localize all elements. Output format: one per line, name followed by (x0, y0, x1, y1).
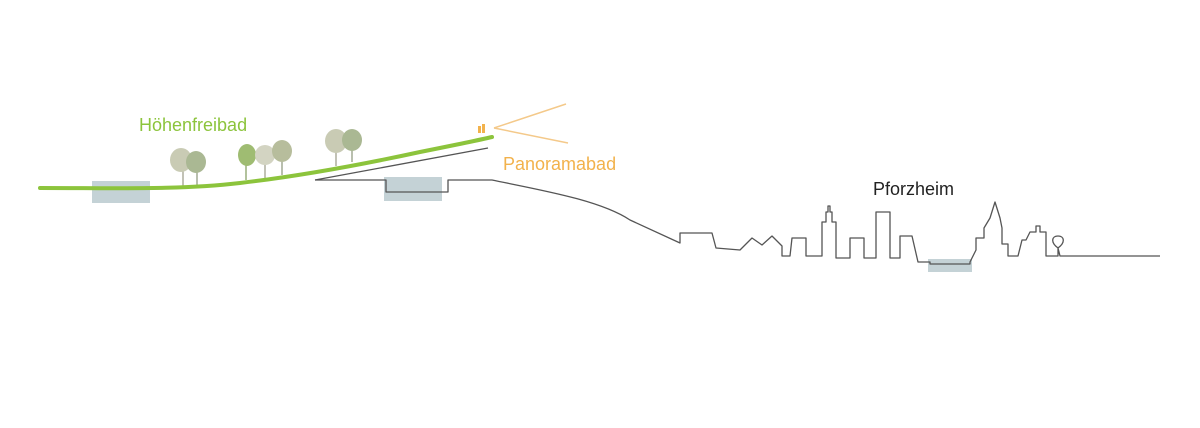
panoramabad-pool (384, 177, 442, 201)
label-pforzheim: Pforzheim (873, 179, 955, 199)
city-pool (928, 259, 972, 272)
panoramabad-roof-line (314, 147, 489, 181)
hoehenfreibad-pool (92, 181, 150, 203)
tree-icon (186, 151, 206, 187)
tree-icon (342, 129, 362, 162)
tree-icon (325, 129, 347, 166)
pforzheim-skyline-line (315, 179, 1160, 265)
tree-icon (255, 145, 275, 178)
tree-icon (272, 140, 292, 175)
terrain-green-line (38, 135, 494, 191)
view-cone-icon (493, 103, 569, 144)
label-panoramabad: Panoramabad (503, 154, 617, 174)
tree-icon (238, 144, 256, 180)
person-icon (478, 124, 485, 133)
tree-icon (170, 148, 192, 188)
tree-group (170, 129, 362, 188)
label-hoehenfreibad: Höhenfreibad (139, 115, 248, 135)
